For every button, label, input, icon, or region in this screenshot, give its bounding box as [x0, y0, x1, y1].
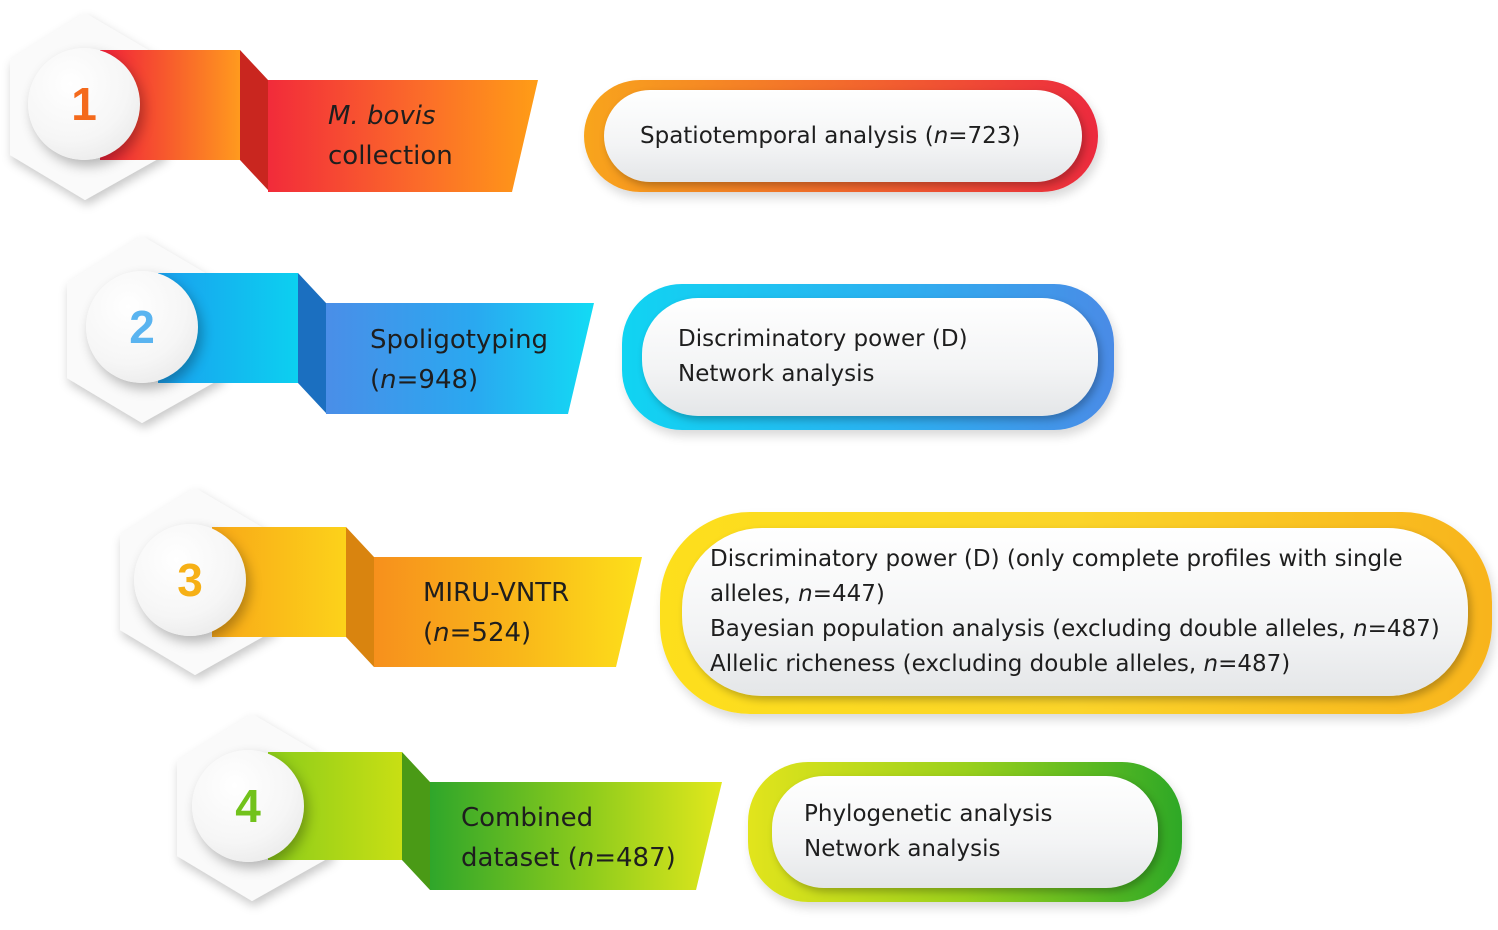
- step-3-detail-line-2: alleles, n=447): [710, 581, 885, 607]
- step-2-ribbon: [158, 273, 594, 414]
- step-4-ribbon: [268, 752, 722, 890]
- step-3-detail-frame: Discriminatory power (D) (only complete …: [660, 512, 1492, 714]
- step-4-detail-frame: Phylogenetic analysis Network analysis: [748, 762, 1182, 902]
- step-4-label-line-1: Combined: [461, 803, 594, 833]
- step-4-label: Combined dataset (n=487): [461, 798, 676, 878]
- step-2-label-line-2: (n=948): [370, 365, 479, 395]
- step-3-label: MIRU-VNTR (n=524): [423, 573, 569, 653]
- step-2-number-badge: 2: [86, 271, 198, 383]
- step-3-number: 3: [177, 554, 203, 606]
- step-2-detail-line-2: Network analysis: [678, 361, 875, 387]
- step-4-label-line-2: dataset (n=487): [461, 843, 676, 873]
- step-4-detail-box: Phylogenetic analysis Network analysis: [772, 776, 1158, 888]
- step-4-detail-line-1: Phylogenetic analysis: [804, 801, 1053, 827]
- step-1-number: 1: [71, 78, 97, 130]
- step-2: 2 Spoligotyping (n=948) Discriminatory p…: [0, 0, 1498, 450]
- step-4-detail-line-2: Network analysis: [804, 836, 1001, 862]
- step-3-detail-line-1: Discriminatory power (D) (only complete …: [710, 546, 1403, 572]
- step-1-label-line-1: M. bovis: [328, 101, 436, 131]
- step-2-number: 2: [129, 301, 155, 353]
- step-4-number-badge: 4: [192, 750, 304, 862]
- step-3-detail-line-3: Bayesian population analysis (excluding …: [710, 616, 1440, 642]
- step-2-label: Spoligotyping (n=948): [370, 320, 548, 400]
- step-3-label-line-1: MIRU-VNTR: [423, 578, 570, 608]
- step-1-detail-frame: Spatiotemporal analysis (n=723): [584, 80, 1098, 192]
- step-1-label-line-2: collection: [328, 141, 453, 171]
- step-2-detail-line-1: Discriminatory power (D): [678, 326, 968, 352]
- step-3: 3 MIRU-VNTR (n=524) Discriminatory power…: [120, 488, 1492, 714]
- step-2-detail-frame: Discriminatory power (D) Network analysi…: [622, 284, 1114, 430]
- step-1: 1 M. bovis collection Spatiotemporal ana…: [0, 0, 1498, 225]
- step-1-detail-line-1: Spatiotemporal analysis (n=723): [640, 122, 1021, 149]
- step-3-label-line-2: (n=524): [423, 618, 532, 648]
- step-3-ribbon: [212, 527, 642, 667]
- step-3-detail-line-4: Allelic richeness (excluding double alle…: [710, 651, 1291, 677]
- step-2-detail-box: Discriminatory power (D) Network analysi…: [642, 298, 1098, 416]
- step-1-label: M. bovis collection: [328, 96, 453, 176]
- step-1-ribbon: [100, 50, 538, 192]
- step-2-label-line-1: Spoligotyping: [370, 325, 549, 355]
- step-3-number-badge: 3: [134, 524, 246, 636]
- step-4-number: 4: [235, 780, 261, 832]
- step-1-detail-box: Spatiotemporal analysis (n=723): [604, 90, 1082, 182]
- step-3-detail-box: Discriminatory power (D) (only complete …: [682, 528, 1468, 696]
- step-1-number-badge: 1: [28, 48, 140, 160]
